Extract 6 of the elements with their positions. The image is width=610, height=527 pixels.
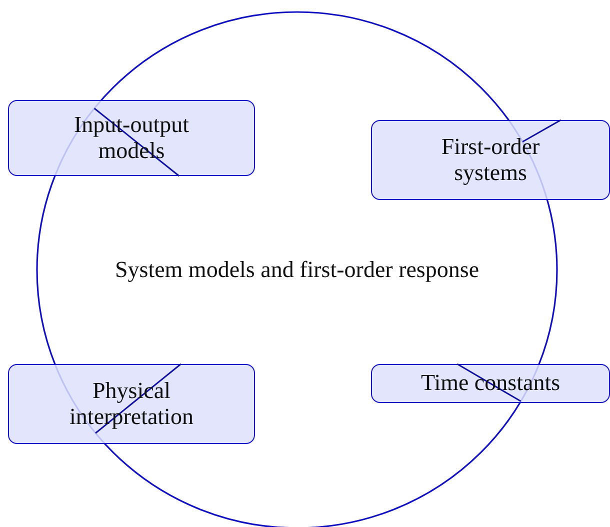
connector-line — [522, 119, 562, 142]
center-title: System models and first-order response — [114, 256, 480, 284]
topic-box — [8, 100, 255, 176]
topic-box — [371, 120, 610, 200]
topic-label: First-order systems — [440, 134, 541, 186]
topic-box — [8, 364, 255, 444]
